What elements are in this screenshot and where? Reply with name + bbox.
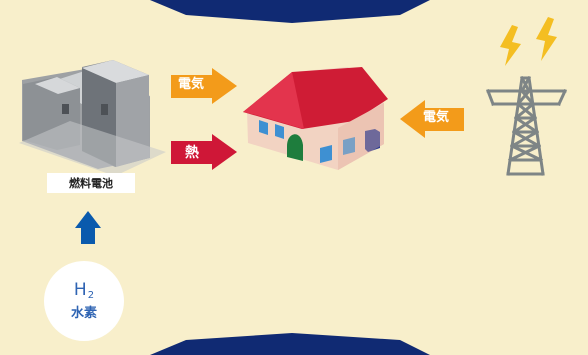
hydrogen-arrow [75,211,101,244]
top-banner [150,0,430,23]
electricity-arrow-right [400,100,464,138]
electricity-label-right: 電気 [423,110,450,125]
lightning-bolt-icon [500,17,557,66]
power-tower-icon [486,75,567,176]
fuel-cell-label: 燃料電池 [47,173,135,193]
hydrogen-subscript: 2 [87,290,95,301]
hydrogen-name: 水素 [70,306,97,321]
hydrogen-letter: H [73,280,87,300]
bottom-banner [150,333,430,355]
hydrogen-symbol: H2 [74,282,94,301]
house-icon [243,67,388,170]
electricity-label-left: 電気 [178,77,205,92]
heat-label: 熱 [185,145,199,161]
heat-arrow [171,134,237,170]
hydrogen-circle: H2 水素 [44,261,124,341]
fuel-cell-icon [19,60,166,176]
electricity-arrow-left [171,68,237,104]
